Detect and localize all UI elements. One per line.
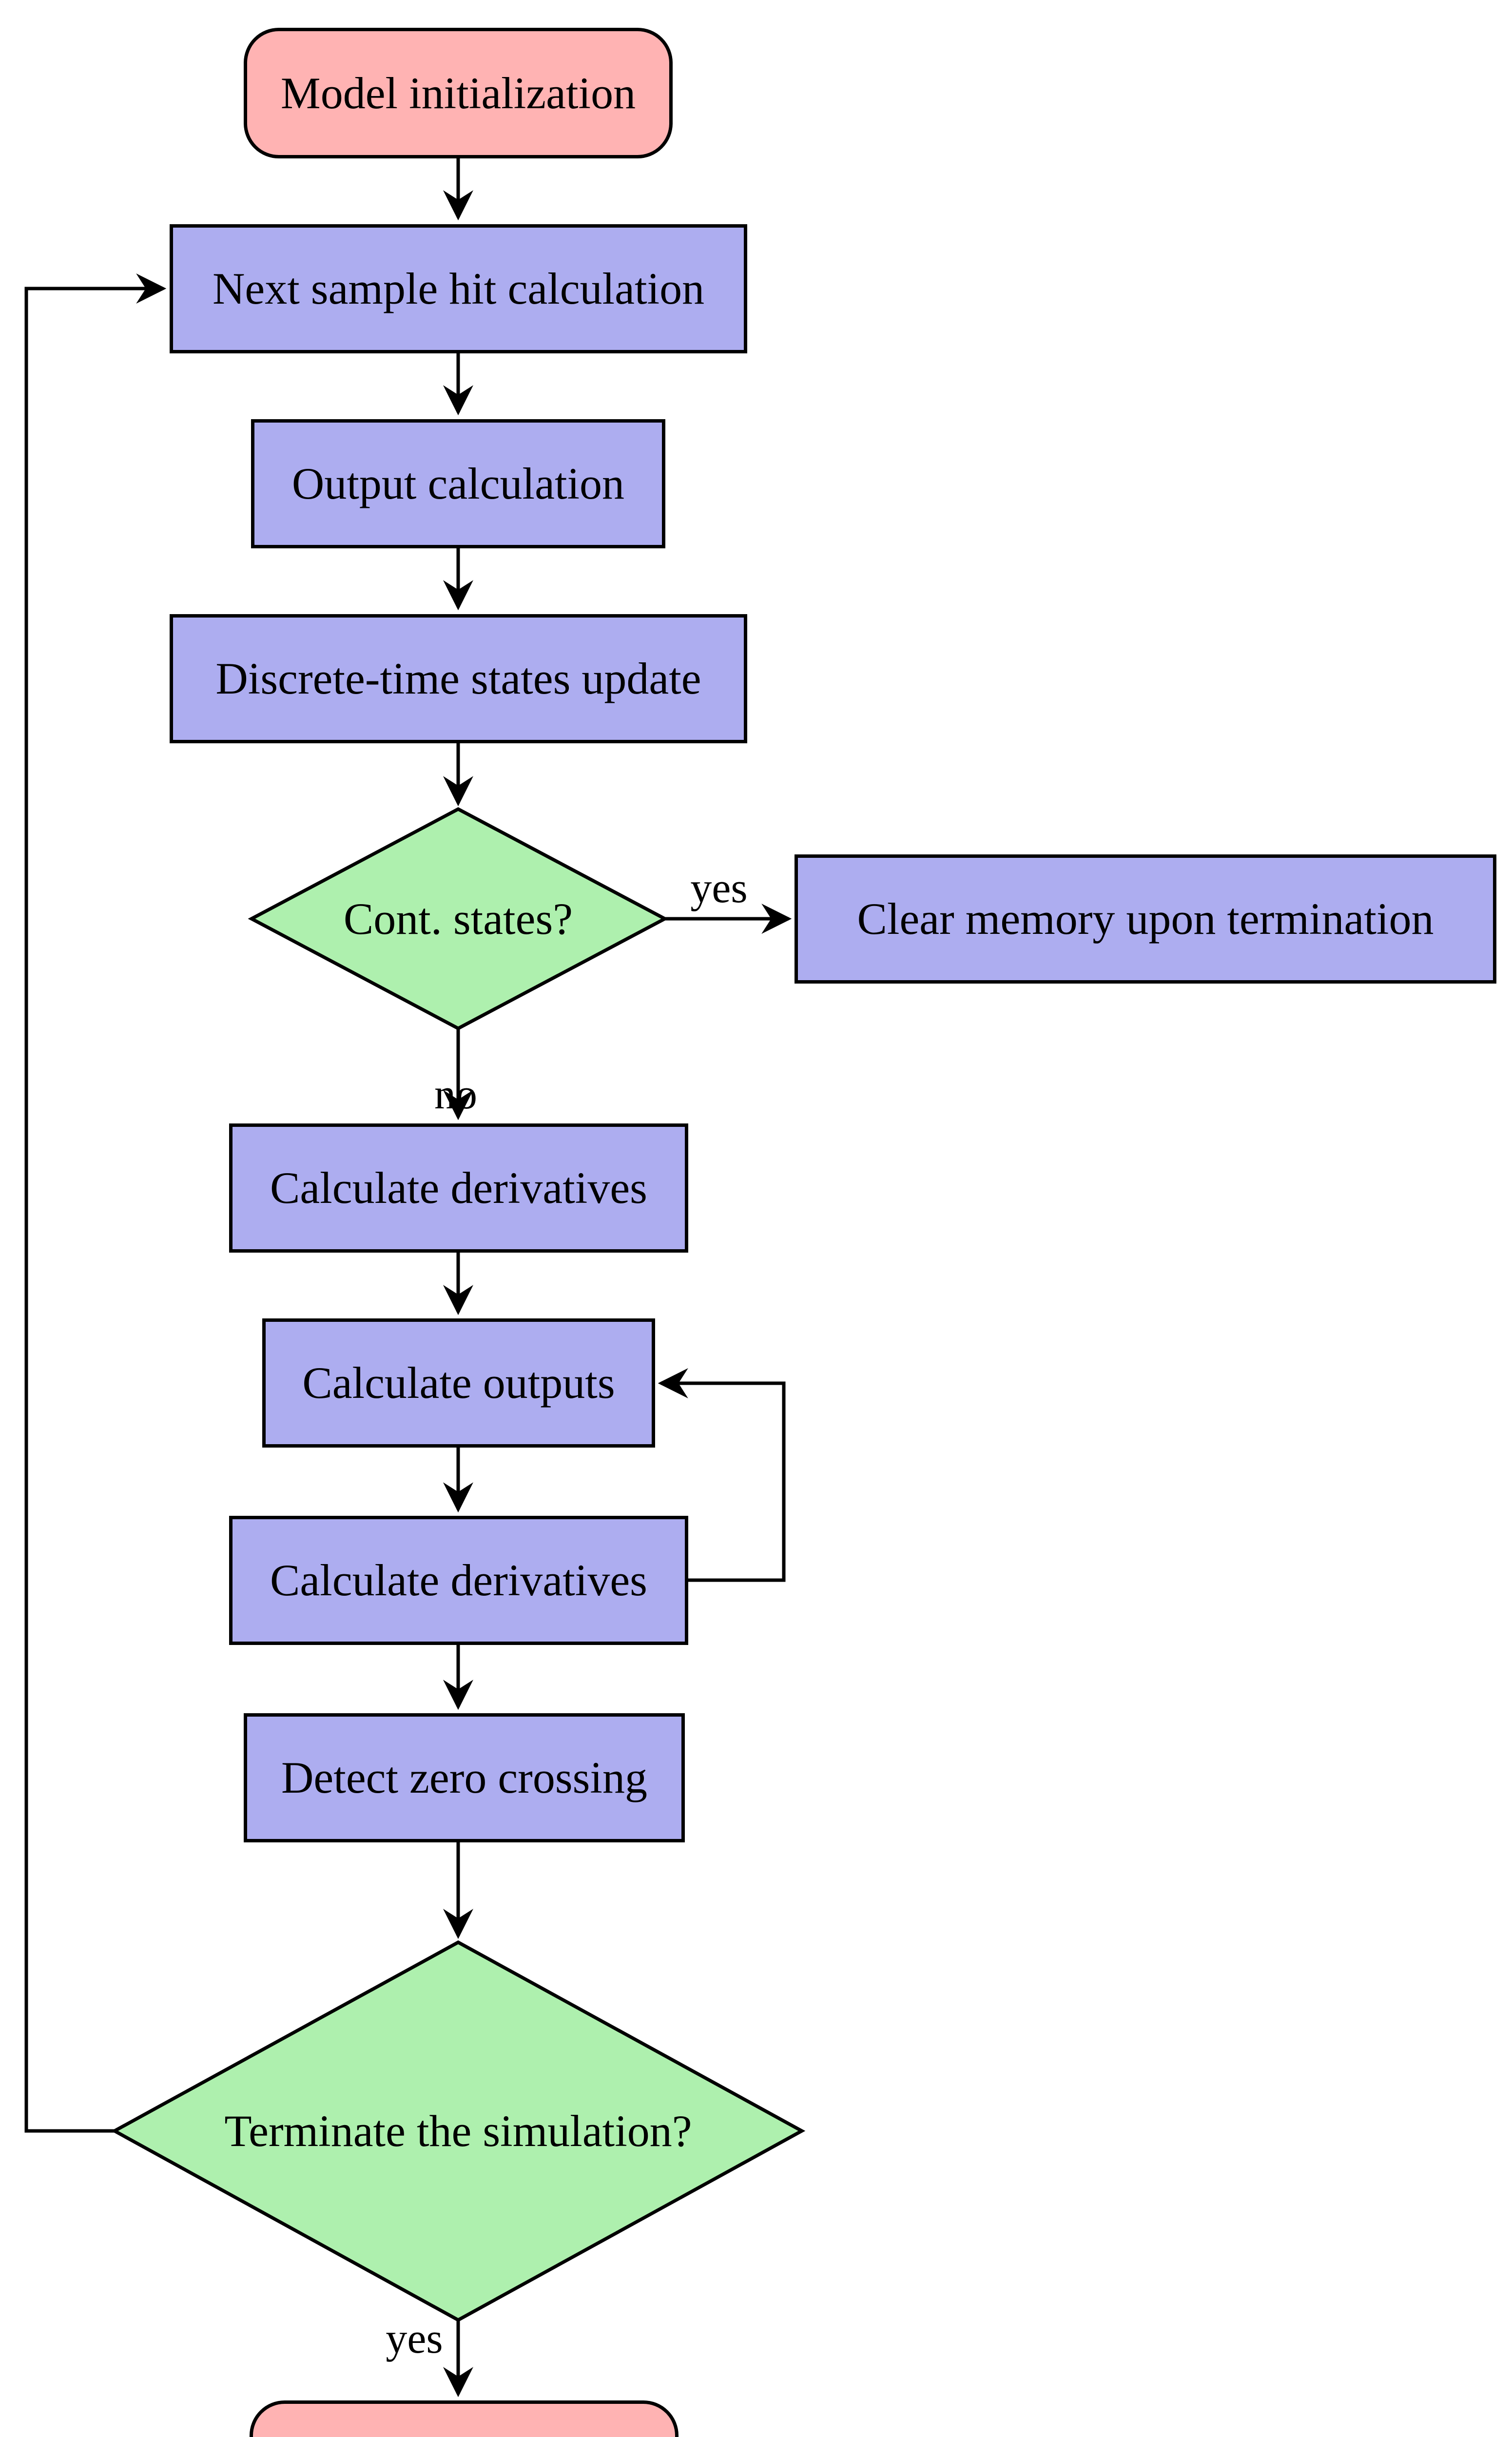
node-calc-derivatives-2-label: Calculate derivatives [270,1555,647,1605]
node-discrete-update-label: Discrete-time states update [215,654,701,704]
node-detect-zero: Detect zero crossing [244,1713,685,1842]
edge-deriv2-loop-to-outputs [658,1368,786,1582]
node-clear-memory: Clear memory upon termination [795,854,1496,984]
terminate-diamond [111,1940,806,2322]
node-output-calc-label: Output calculation [291,459,625,509]
edge-terminate-loop-to-next-sample [24,273,167,2133]
node-clear-memory-label: Clear memory upon termination [857,894,1434,944]
node-next-sample: Next sample hit calculation [170,224,747,353]
node-model-init-label: Model initialization [280,68,636,118]
node-detect-zero-label: Detect zero crossing [281,1753,647,1803]
node-stop-label: Stop the simulation [290,2432,639,2437]
node-calc-outputs: Calculate outputs [262,1318,655,1448]
node-next-sample-label: Next sample hit calculation [212,264,705,314]
cont-states-diamond [248,807,669,1030]
node-model-init: Model initialization [244,28,673,158]
node-output-calc: Output calculation [251,419,665,548]
node-calc-derivatives-2: Calculate derivatives [229,1516,688,1645]
node-stop: Stop the simulation [250,2400,678,2437]
node-calc-derivatives-1-label: Calculate derivatives [270,1163,647,1213]
node-discrete-update: Discrete-time states update [170,614,747,743]
node-calc-derivatives-1: Calculate derivatives [229,1123,688,1253]
node-calc-outputs-label: Calculate outputs [302,1358,615,1408]
